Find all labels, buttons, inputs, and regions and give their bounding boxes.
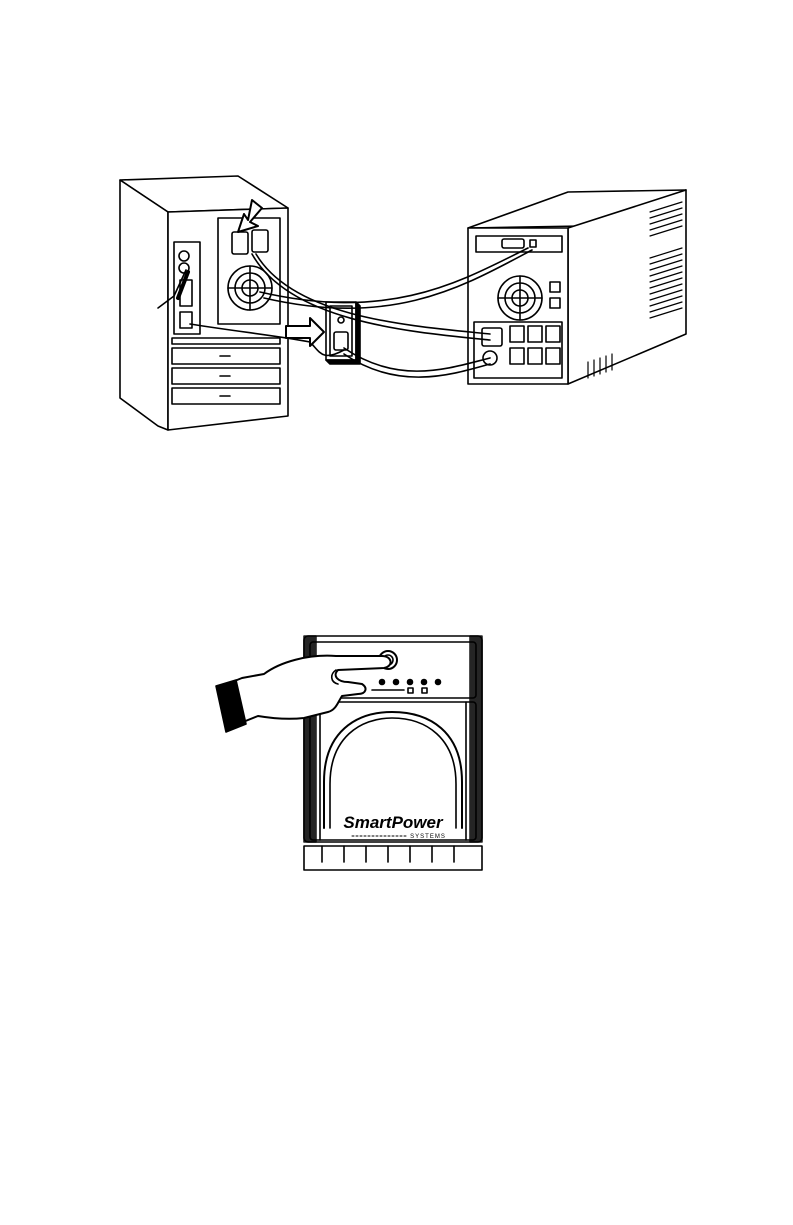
power-on-diagram: SmartPower SYSTEMS	[212, 632, 488, 872]
computer-tower	[120, 176, 288, 430]
brand-tagline: SYSTEMS	[410, 834, 446, 840]
brand-name: SmartPower	[343, 813, 444, 832]
connection-diagram	[110, 172, 700, 434]
ups-unit	[468, 190, 686, 384]
